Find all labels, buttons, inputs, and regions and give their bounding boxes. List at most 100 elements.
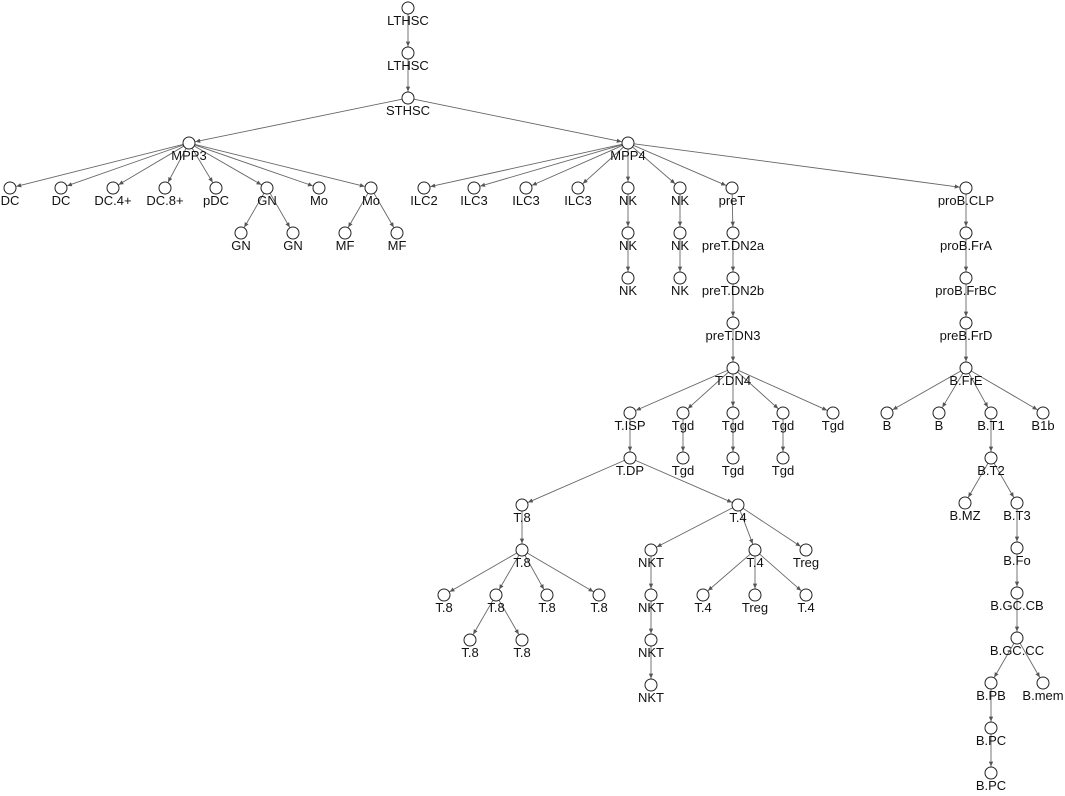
node-label: NKT <box>638 645 664 660</box>
node-circle <box>676 451 690 465</box>
node-label: Tgd <box>672 463 694 478</box>
node-label: proB.CLP <box>938 193 994 208</box>
node-circle <box>644 633 658 647</box>
node-circle <box>644 588 658 602</box>
tree-node: Tgd <box>722 451 744 478</box>
tree-node: B.T2 <box>977 451 1005 478</box>
edge-n5-n18 <box>430 143 623 188</box>
node-circle <box>106 181 120 195</box>
node-label: T.DP <box>616 463 644 478</box>
tree-node: B.mem <box>1022 676 1064 703</box>
tree-node: T.8 <box>435 588 453 615</box>
edge-n47-n50 <box>472 599 494 635</box>
node-label: B.GC.CB <box>990 598 1043 613</box>
edge-n64-n67 <box>968 373 989 408</box>
edge-n24-n30 <box>730 193 735 227</box>
tree-node: B.FrE <box>949 361 983 388</box>
edge-n45-n48 <box>524 555 545 590</box>
node-label: NK <box>619 193 637 208</box>
tree-node: NKT <box>638 543 664 570</box>
node-circle <box>1010 541 1024 555</box>
edges-layer <box>16 14 1041 767</box>
tree-node: B.MZ <box>949 496 981 523</box>
node-circle <box>234 226 248 240</box>
node-label: B.Fo <box>1003 553 1030 568</box>
node-circle <box>725 181 739 195</box>
node-circle <box>932 406 946 420</box>
tree-node: preB.FrD <box>940 316 992 343</box>
tree-node: B1b <box>1031 406 1055 433</box>
node-label: Tgd <box>722 418 744 433</box>
node-circle <box>776 406 790 420</box>
edge-n5-n24 <box>633 144 727 186</box>
tree-node: ILC2 <box>410 181 438 208</box>
tree-node: ILC3 <box>564 181 592 208</box>
node-circle <box>182 136 196 150</box>
tree-node: T.8 <box>538 588 556 615</box>
node-label: NK <box>671 283 689 298</box>
edge-n5-n21 <box>582 146 624 184</box>
node-circle <box>54 181 68 195</box>
tree-node: preT.DN2a <box>702 226 765 253</box>
edge-n53-n58 <box>707 553 751 592</box>
node-circle <box>644 678 658 692</box>
node-circle <box>286 226 300 240</box>
node-circle <box>390 226 404 240</box>
node-label: T.4 <box>694 600 711 615</box>
node-label: Tgd <box>672 418 694 433</box>
edge-n4-n9 <box>167 148 187 183</box>
tree-node: T.4 <box>694 588 712 615</box>
node-label: NK <box>619 238 637 253</box>
node-label: T.4 <box>746 555 763 570</box>
edge-n13-n16 <box>347 192 369 228</box>
tree-node: NK <box>671 226 689 253</box>
node-label: LTHSC <box>387 58 429 73</box>
tree-node: B.T3 <box>1003 496 1031 523</box>
tree-node: preT.DN3 <box>706 316 760 343</box>
edge-n44-n52 <box>656 507 733 548</box>
tree-node: NKT <box>638 588 664 615</box>
node-circle <box>696 588 710 602</box>
tree-node: Tgd <box>722 406 744 433</box>
tree-node: T.DN4 <box>715 361 751 388</box>
node-circle <box>984 406 998 420</box>
node-label: DC <box>1 193 20 208</box>
node-label: NKT <box>638 690 664 705</box>
tree-node: proB.FrA <box>940 226 992 253</box>
tree-node: preT.DN2b <box>702 271 764 298</box>
edge-n13-n17 <box>373 192 395 228</box>
tree-node: NKT <box>638 633 664 660</box>
node-circle <box>571 181 585 195</box>
tree-node: proB.CLP <box>938 181 994 208</box>
node-circle <box>515 633 529 647</box>
edge-n4-n10 <box>191 147 214 183</box>
tree-node: Mo <box>362 181 380 208</box>
edge-n3-n5 <box>413 98 622 143</box>
node-label: NK <box>619 283 637 298</box>
node-circle <box>1010 496 1024 510</box>
edge-n53-n60 <box>759 553 802 592</box>
node-circle <box>467 181 481 195</box>
node-label: B.FrE <box>949 373 983 388</box>
node-label: ILC2 <box>410 193 437 208</box>
edge-n45-n49 <box>526 552 594 593</box>
node-circle <box>748 588 762 602</box>
node-label: T.8 <box>487 600 504 615</box>
node-circle <box>623 451 637 465</box>
tree-node: T.8 <box>461 633 479 660</box>
tree-node: T.4 <box>729 498 747 525</box>
node-label: NKT <box>638 555 664 570</box>
edge-n33-n37 <box>737 371 779 409</box>
tree-node: Treg <box>793 543 819 570</box>
node-circle <box>1036 676 1050 690</box>
edge-n4-n7 <box>66 144 184 187</box>
node-label: B.mem <box>1022 688 1063 703</box>
tree-node: NKT <box>638 678 664 705</box>
edge-n4-n12 <box>194 144 314 187</box>
node-circle <box>437 588 451 602</box>
node-circle <box>519 181 533 195</box>
node-label: ILC3 <box>460 193 487 208</box>
tree-node: Tgd <box>672 451 694 478</box>
tree-node: MF <box>388 226 406 253</box>
